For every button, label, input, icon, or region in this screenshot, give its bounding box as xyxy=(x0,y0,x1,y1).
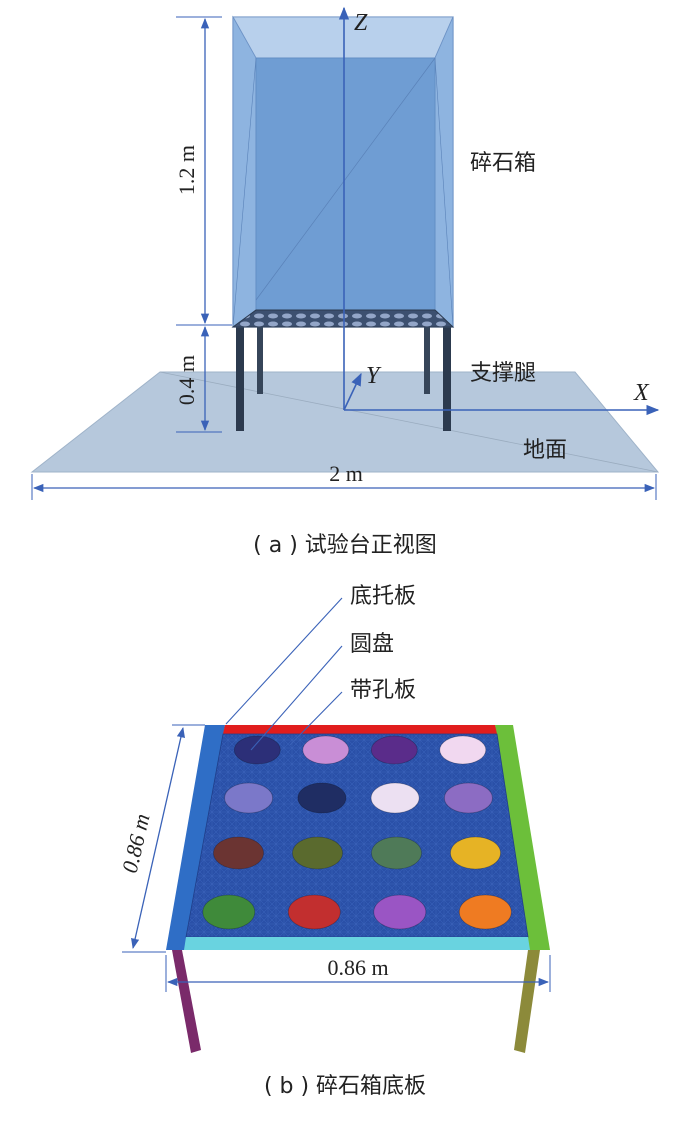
box-grate xyxy=(231,309,455,328)
label-support-legs: 支撑腿 xyxy=(470,361,536,386)
leg-front-left xyxy=(236,325,244,431)
dim-label-plate-width: 0.86 m xyxy=(327,955,388,980)
disc xyxy=(373,894,427,930)
frame-top xyxy=(223,725,497,734)
label-base-plate: 底托板 xyxy=(350,584,416,609)
disc xyxy=(371,836,422,870)
x-axis-label: X xyxy=(633,380,650,406)
dim-label-leg-height: 0.4 m xyxy=(174,355,199,405)
panel-b: 底托板 圆盘 带孔板 0.86 m 0.86 m ( b ) 碎石箱底板 xyxy=(117,584,551,1099)
disc xyxy=(233,735,281,765)
leader-base-plate xyxy=(225,597,343,725)
disc-grid xyxy=(202,735,512,930)
disc xyxy=(443,782,493,814)
disc xyxy=(302,735,350,765)
leg-back-right xyxy=(424,310,430,394)
gravel-box xyxy=(231,15,455,328)
leg-back-left xyxy=(257,310,263,394)
leader-disc xyxy=(250,645,343,751)
caption-panel-a: ( a ) 试验台正视图 xyxy=(253,533,437,558)
y-axis xyxy=(343,372,362,411)
caption-panel-b: ( b ) 碎石箱底板 xyxy=(264,1074,426,1099)
dim-label-ground-width: 2 m xyxy=(329,461,363,486)
label-ground: 地面 xyxy=(523,438,567,463)
disc xyxy=(202,894,256,930)
leg-right xyxy=(514,950,540,1053)
disc xyxy=(439,735,487,765)
dim-label-box-height: 1.2 m xyxy=(174,145,199,195)
disc xyxy=(292,836,343,870)
leg-left xyxy=(172,950,201,1053)
leader-perforated-plate xyxy=(289,691,343,746)
disc xyxy=(297,782,347,814)
label-perforated-plate: 带孔板 xyxy=(350,678,416,703)
dim-line-plate-depth xyxy=(131,726,185,950)
y-axis-label: Y xyxy=(366,363,382,389)
frame-bottom xyxy=(184,937,530,950)
frame-right xyxy=(495,725,550,950)
z-axis-label: Z xyxy=(354,10,368,36)
label-disc: 圆盘 xyxy=(350,632,394,657)
disc xyxy=(287,894,341,930)
disc xyxy=(458,894,512,930)
disc xyxy=(213,836,264,870)
disc xyxy=(224,782,274,814)
disc xyxy=(450,836,501,870)
label-gravel-box: 碎石箱 xyxy=(470,151,536,176)
panel-a: Z X Y 1.2 m 0.4 m 2 m 碎石箱 支撑腿 地面 ( a ) 试… xyxy=(30,6,660,558)
dim-label-plate-depth: 0.86 m xyxy=(117,811,155,875)
disc xyxy=(370,735,418,765)
leg-front-right xyxy=(443,325,451,431)
disc xyxy=(370,782,420,814)
